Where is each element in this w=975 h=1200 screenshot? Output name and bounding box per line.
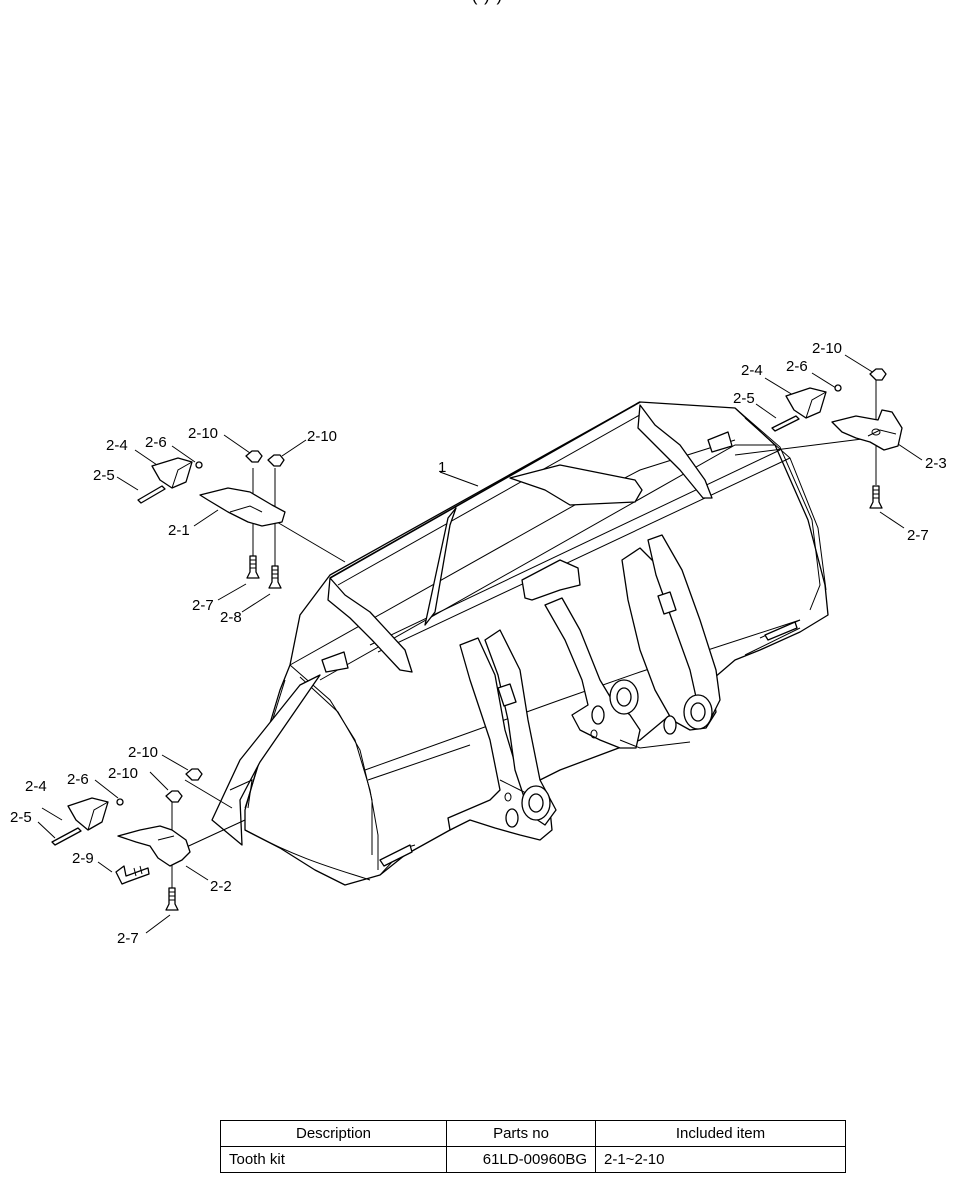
header-included-item: Included item [595,1120,846,1147]
callout-labels: 1 2-4 2-6 2-5 2-10 2-10 2-1 2-7 2-8 2-10… [10,340,947,947]
callout-2-10: 2-10 [812,340,842,357]
callout-1: 1 [438,459,446,476]
cell-description: Tooth kit [220,1146,447,1173]
callout-2-1: 2-1 [168,522,190,539]
callout-2-2: 2-2 [210,878,232,895]
callout-2-10: 2-10 [188,425,218,442]
callout-2-4: 2-4 [106,437,128,454]
table-header-row: Description Parts no Included item [220,1120,846,1147]
callout-2-10: 2-10 [307,428,337,445]
callout-2-4: 2-4 [741,362,763,379]
callout-2-6: 2-6 [67,771,89,788]
cell-parts-no: 61LD-00960BG [446,1146,596,1173]
callout-2-8: 2-8 [220,609,242,626]
callout-2-9: 2-9 [72,850,94,867]
callout-2-5: 2-5 [733,390,755,407]
tooth-group-right [771,368,903,509]
callout-2-5: 2-5 [93,467,115,484]
leader-lines [37,354,923,934]
callout-2-7: 2-7 [117,930,139,947]
callout-2-7: 2-7 [192,597,214,614]
parts-table: Description Parts no Included item Tooth… [220,1120,846,1173]
bucket-drawing [211,401,829,886]
table-row: Tooth kit 61LD-00960BG 2-1~2-10 [220,1146,846,1173]
header-fragment: ( ) ) [0,0,975,6]
callout-2-10: 2-10 [108,765,138,782]
callout-2-10: 2-10 [128,744,158,761]
callout-2-7: 2-7 [907,527,929,544]
tooth-group-left-upper [137,450,286,589]
callout-2-6: 2-6 [786,358,808,375]
callout-2-3: 2-3 [925,455,947,472]
cell-included-item: 2-1~2-10 [595,1146,846,1173]
callout-2-6: 2-6 [145,434,167,451]
callout-2-4: 2-4 [25,778,47,795]
header-description: Description [220,1120,447,1147]
header-parts-no: Parts no [446,1120,596,1147]
callout-2-5: 2-5 [10,809,32,826]
tooth-group-left-lower [51,768,203,911]
